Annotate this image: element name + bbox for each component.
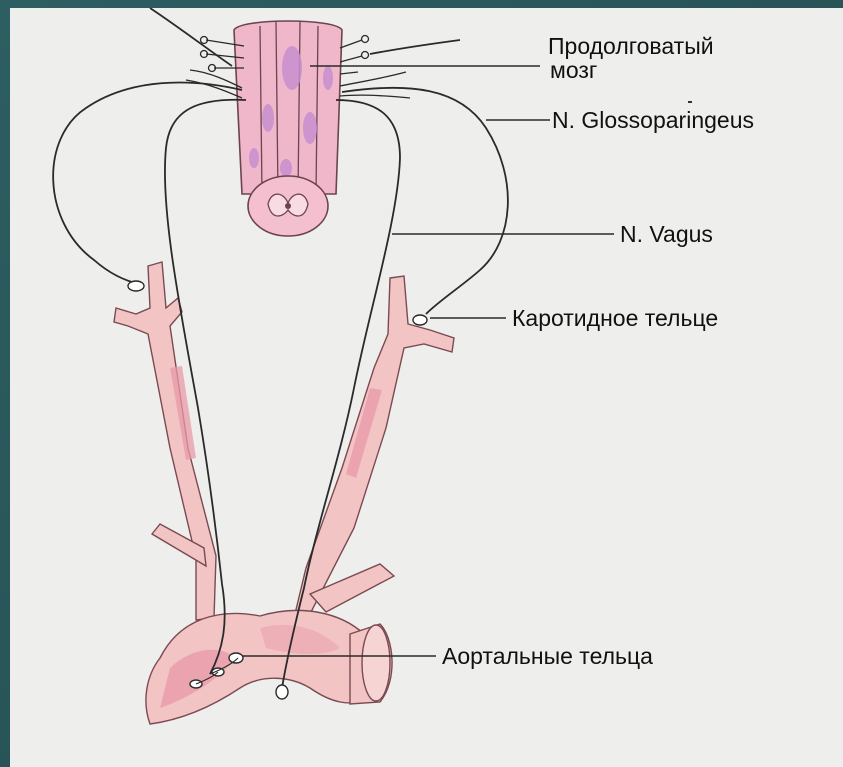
label-medulla-line2: мозг — [550, 57, 597, 83]
label-medulla-line1: Продолговатый — [548, 33, 714, 59]
right-carotid-body — [413, 315, 427, 325]
diagram-panel: Продолговатый мозг N. Glossoparingeus N.… — [10, 8, 843, 767]
label-glossopharyngeus: N. Glossoparingeus — [552, 107, 754, 133]
medulla-oblongata — [234, 21, 342, 236]
label-vagus: N. Vagus — [620, 221, 713, 247]
label-aortic-bodies: Аортальные тельца — [442, 643, 653, 669]
aorta-opening — [362, 625, 390, 701]
label-carotid-body: Каротидное тельце — [512, 305, 718, 331]
left-carotid-body — [128, 281, 144, 291]
diagram-svg: Продолговатый мозг N. Glossoparingeus N.… — [10, 8, 843, 767]
